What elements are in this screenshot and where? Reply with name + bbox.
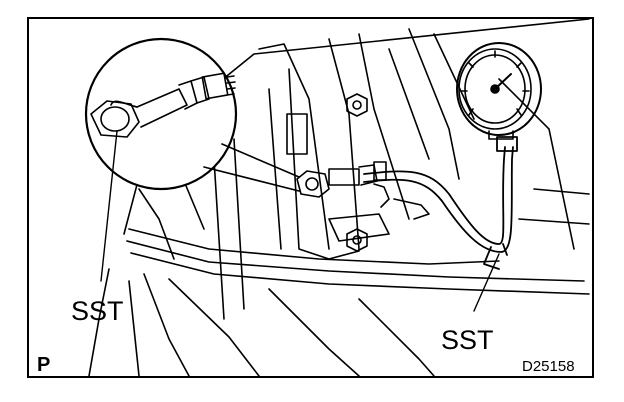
diagram-frame: SST SST P D25158 <box>27 17 594 378</box>
hose-icon <box>363 136 518 270</box>
callout-leaders <box>100 130 500 312</box>
magnified-detail-icon <box>84 37 300 192</box>
adapter-fitting-icon <box>296 161 387 198</box>
figure-code: D25158 <box>522 358 575 375</box>
sst-callout-right: SST <box>441 325 494 355</box>
sst-callout-left: SST <box>71 296 124 326</box>
corner-mark: P <box>37 354 51 376</box>
installation-illustration <box>84 19 590 376</box>
pressure-gauge-icon <box>456 42 542 140</box>
transmission-case-icon <box>88 19 590 376</box>
